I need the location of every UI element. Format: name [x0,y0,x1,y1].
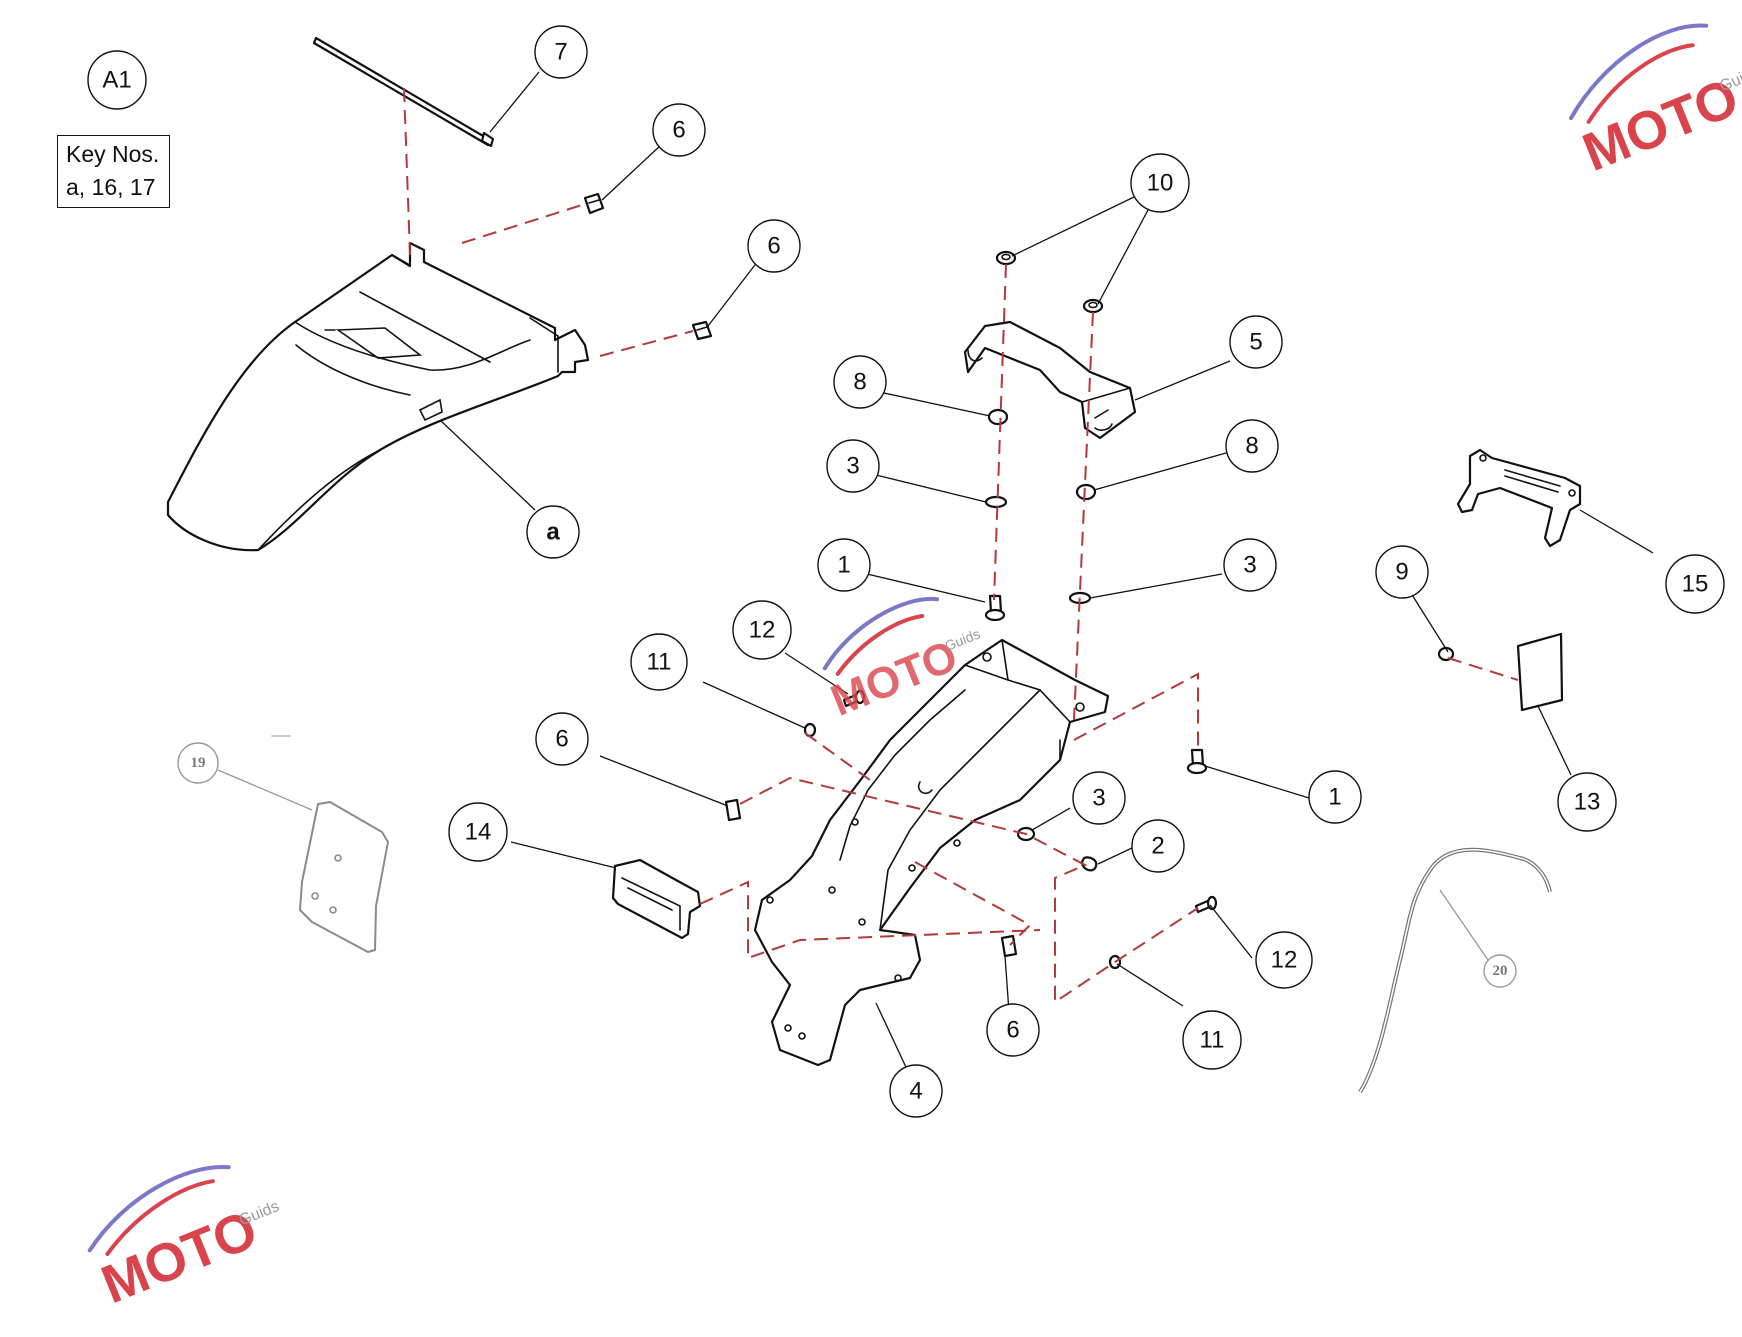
svg-text:3: 3 [1092,785,1105,812]
callout-6-top: 6 [652,103,706,157]
callout-20: 20 [1439,889,1517,988]
svg-text:7: 7 [554,39,567,66]
callout-13: 13 [1557,772,1617,832]
callout-3-right: 3 [1223,538,1277,592]
svg-text:Guids: Guids [942,625,982,654]
bolt-part-1-upper [984,594,1006,622]
svg-text:12: 12 [749,617,776,644]
svg-text:1: 1 [1328,784,1341,811]
washer-part-3-left [984,495,1008,509]
cable-part-20 [1358,847,1552,1094]
svg-text:8: 8 [1245,433,1258,460]
svg-text:11: 11 [647,649,672,676]
cable-tie-part-7 [312,36,495,148]
svg-text:1: 1 [837,552,850,579]
rear-mudguard-part-a [166,241,590,552]
callout-15: 15 [1665,554,1725,614]
screw-part-12-left [842,689,866,708]
svg-text:19: 19 [191,755,206,771]
callout-1-upper: 1 [817,538,871,592]
speed-nut-part-6-lower-right [1000,934,1018,958]
callout-4: 4 [889,1064,943,1118]
svg-text:3: 3 [1243,552,1256,579]
callout-2: 2 [1131,819,1185,873]
svg-text:5: 5 [1249,329,1262,356]
callout-14: 14 [448,802,508,862]
assembly-dash-lines [403,87,1519,1004]
svg-text:10: 10 [1147,170,1174,197]
callout-12-left: 12 [732,600,792,660]
callout-10: 10 [1130,153,1190,213]
svg-text:a: a [546,519,560,546]
svg-text:12: 12 [1271,947,1298,974]
svg-text:6: 6 [555,726,568,753]
callout-6-lower-left: 6 [535,712,589,766]
speed-nut-part-6-lower-left [724,798,742,822]
nut-part-2 [1080,856,1098,872]
key-numbers-list: a, 16, 17 [66,174,156,200]
rubber-washer-part-8-right [1075,483,1097,501]
svg-text:8: 8 [853,369,866,396]
callout-3-lower: 3 [1072,771,1126,825]
svg-text:13: 13 [1574,789,1601,816]
svg-text:14: 14 [465,819,492,846]
svg-text:2: 2 [1151,833,1164,860]
label-part-13 [1516,632,1564,712]
svg-text:6: 6 [767,233,780,260]
callout-a: a [526,505,580,559]
callout-11-right: 11 [1182,1010,1242,1070]
speed-nut-part-6-upper [583,192,605,215]
watermark-logo-top-right: MOTO Guids [1569,23,1742,183]
callout-1-right: 1 [1308,770,1362,824]
leader-lines [439,71,1654,1081]
callout-12-right: 12 [1255,931,1313,989]
svg-text:9: 9 [1395,559,1408,586]
upper-bracket-part-5 [963,320,1137,440]
svg-text:A1: A1 [102,67,131,94]
reflector-holder-part-14 [611,858,702,940]
callout-7: 7 [534,25,588,79]
speed-nut-part-6-right [691,320,713,341]
callout-3-left: 3 [826,439,880,493]
watermark-logo-bottom-left: MOTO Guids [87,1165,282,1315]
callout-6-lower-right: 6 [986,1003,1040,1057]
svg-text:11: 11 [1200,1027,1225,1054]
svg-text:20: 20 [1493,963,1508,979]
main-bracket-part-4 [753,638,1110,1067]
svg-text:6: 6 [1006,1017,1019,1044]
callout-8-left: 8 [833,355,887,409]
bolt-part-1-right [1186,748,1208,775]
key-numbers-box: Key Nos. a, 16, 17 [57,135,170,208]
callout-9: 9 [1375,545,1429,599]
key-numbers-heading: Key Nos. [66,141,160,167]
plate-part-19 [271,735,389,953]
svg-text:4: 4 [909,1078,922,1105]
bracket-part-15 [1456,448,1582,548]
callout-11-left: 11 [630,633,688,691]
svg-text:3: 3 [846,453,859,480]
svg-text:6: 6 [672,117,685,144]
rubber-washer-part-8-left [987,408,1009,426]
flange-nut-part-10-right [1082,298,1104,314]
callout-19: 19 [177,742,313,811]
callout-A1: A1 [87,50,147,110]
svg-text:MOTO: MOTO [1575,67,1742,183]
callout-6-right: 6 [747,219,801,273]
callout-8-right: 8 [1225,419,1279,473]
flange-nut-part-10-left [995,250,1017,266]
svg-text:15: 15 [1682,571,1709,598]
callout-5: 5 [1229,315,1283,369]
